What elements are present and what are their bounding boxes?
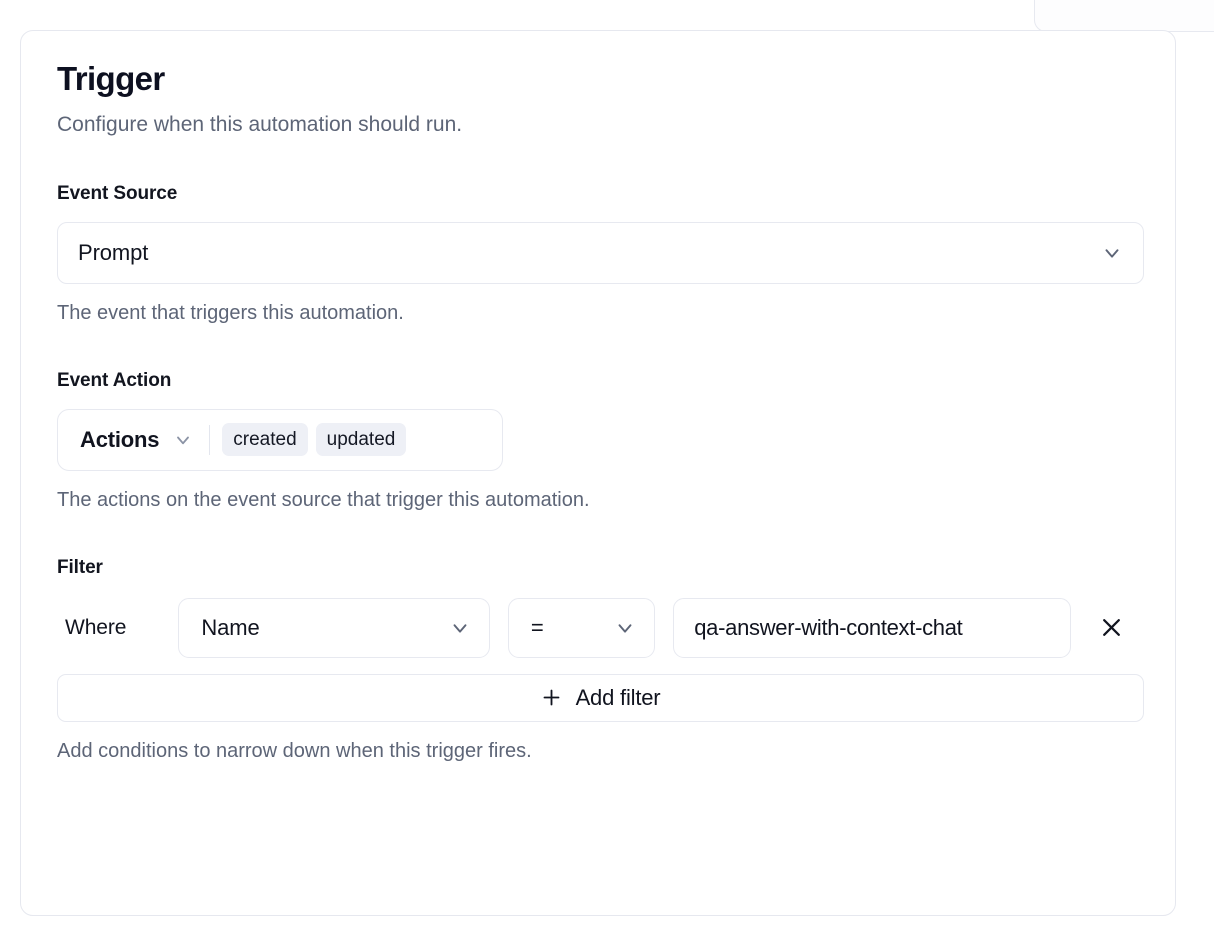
filter-help: Add conditions to narrow down when this …: [57, 739, 532, 762]
trigger-card: Trigger Configure when this automation s…: [20, 30, 1176, 916]
filter-operator-value: =: [530, 614, 544, 640]
add-filter-button[interactable]: Add filter: [57, 673, 1144, 722]
badge-updated[interactable]: updated: [315, 423, 407, 457]
divider: [209, 424, 211, 455]
filter-field-value: Name: [201, 614, 260, 640]
event-source-help: The event that triggers this automation.: [57, 301, 404, 324]
filter-field-select[interactable]: Name: [178, 597, 490, 658]
event-source-select[interactable]: Prompt: [57, 221, 1144, 284]
event-action-help: The actions on the event source that tri…: [57, 488, 590, 511]
remove-filter-button[interactable]: [1083, 600, 1139, 656]
filter-label: Filter: [57, 556, 103, 578]
filter-value-input[interactable]: qa-answer-with-context-chat: [673, 597, 1072, 658]
event-action-selected-badges: created updated: [222, 423, 407, 457]
event-action-dropdown-trigger[interactable]: Actions: [80, 427, 209, 453]
add-filter-label: Add filter: [575, 684, 661, 710]
where-label: Where: [65, 615, 127, 639]
chevron-down-icon: [173, 430, 193, 450]
close-icon: [1099, 615, 1124, 640]
filter-row: Where Name = qa-answer-with-context-chat: [57, 597, 1139, 658]
chevron-down-icon: [449, 617, 471, 639]
chevron-down-icon: [614, 617, 636, 639]
event-source-label: Event Source: [57, 182, 178, 204]
background-panel-edge: [1034, 0, 1214, 32]
page-title: Trigger: [57, 60, 165, 97]
chevron-down-icon: [1101, 242, 1123, 264]
event-action-trigger-label: Actions: [80, 426, 160, 452]
filter-operator-select[interactable]: =: [507, 597, 656, 658]
plus-icon: [541, 687, 562, 708]
badge-created[interactable]: created: [222, 423, 308, 457]
event-action-label: Event Action: [57, 369, 172, 391]
event-action-combo: Actions created updated: [57, 408, 503, 471]
page-subtitle: Configure when this automation should ru…: [57, 112, 463, 136]
event-source-value: Prompt: [78, 239, 149, 265]
